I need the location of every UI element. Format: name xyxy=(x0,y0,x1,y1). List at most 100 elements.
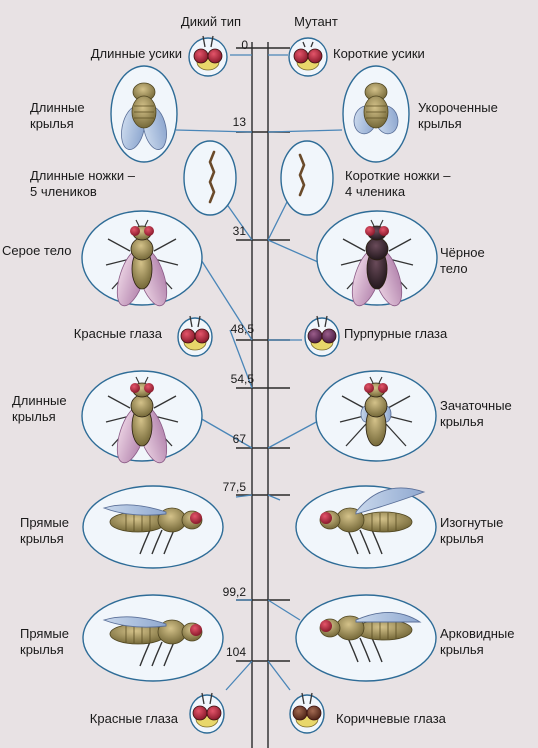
wild-trait-label: Длинные усики xyxy=(90,46,182,61)
wing xyxy=(102,616,167,628)
connector-line xyxy=(267,129,343,133)
eye xyxy=(306,705,322,721)
antenna xyxy=(209,692,213,705)
locus-position: 48,5 xyxy=(230,322,254,336)
antenna xyxy=(202,35,206,48)
leg xyxy=(339,415,365,423)
antenna xyxy=(369,376,383,384)
thorax xyxy=(365,237,389,261)
abdomen xyxy=(355,511,413,533)
leg xyxy=(163,641,175,667)
locus-position: 31 xyxy=(232,224,246,238)
leg xyxy=(385,423,407,447)
eye xyxy=(190,624,202,636)
leg xyxy=(345,423,367,447)
fly-icon xyxy=(339,376,413,447)
leg xyxy=(151,641,163,667)
eye xyxy=(180,328,196,344)
wild-type-header: Дикий тип xyxy=(180,14,242,29)
eye xyxy=(307,48,323,64)
locus-position: 0 xyxy=(241,38,248,52)
leg xyxy=(371,637,383,663)
antenna xyxy=(135,376,149,384)
wing xyxy=(355,612,422,623)
wing xyxy=(355,487,426,515)
locus-position: 99,2 xyxy=(222,585,246,599)
leg xyxy=(347,637,359,663)
fly-icon xyxy=(105,219,179,307)
mutant-trait-label: Коричневые глаза xyxy=(336,711,446,726)
antenna xyxy=(210,35,214,48)
eye xyxy=(144,226,154,236)
locus-position: 67 xyxy=(232,432,246,446)
locus-position: 104 xyxy=(225,645,246,659)
leg xyxy=(139,529,151,555)
wild-trait-label: Длинные крылья xyxy=(30,100,85,131)
connector-line xyxy=(267,419,321,449)
fly-head-icon xyxy=(192,692,222,728)
mutant-trait-label: Короткие ножки – 4 членика xyxy=(345,168,451,199)
leg xyxy=(387,395,411,409)
connector-line xyxy=(197,254,253,341)
wild-trait-label: Красные глаза xyxy=(73,326,162,341)
locus-position: 13 xyxy=(232,115,246,129)
eye xyxy=(192,705,208,721)
eye xyxy=(365,226,375,236)
leg xyxy=(359,637,371,663)
fly-head-icon xyxy=(292,692,322,728)
antenna xyxy=(310,41,314,48)
eye xyxy=(206,705,222,721)
fly-head-icon xyxy=(293,41,323,71)
leg xyxy=(341,395,365,409)
eye xyxy=(364,383,374,393)
wild-trait-label: Длинные крылья xyxy=(12,393,67,424)
leg xyxy=(347,529,359,555)
leg xyxy=(342,238,366,252)
trait-oval xyxy=(280,140,334,216)
eye xyxy=(293,48,309,64)
eye xyxy=(130,383,140,393)
connector-line xyxy=(225,202,253,241)
eye xyxy=(207,48,223,64)
eye xyxy=(130,226,140,236)
fly-icon xyxy=(340,219,414,307)
leg xyxy=(371,529,383,555)
antenna xyxy=(302,41,306,48)
leg xyxy=(107,395,131,409)
wing xyxy=(102,504,167,516)
leg xyxy=(153,238,177,252)
thorax xyxy=(130,237,154,261)
connector-line xyxy=(225,660,253,691)
antenna xyxy=(370,219,384,227)
antenna xyxy=(135,219,149,227)
eye xyxy=(193,48,209,64)
eye xyxy=(379,226,389,236)
leg xyxy=(153,395,177,409)
connector-line xyxy=(235,494,253,498)
wild-trait-label: Прямые крылья xyxy=(20,626,69,657)
antenna xyxy=(316,315,320,328)
wild-trait-label: Длинные ножки – 5 члеников xyxy=(30,168,135,199)
fly-leg-icon xyxy=(298,153,306,197)
eye xyxy=(144,383,154,393)
antenna xyxy=(309,692,313,705)
antenna xyxy=(197,315,201,328)
fly-leg-icon xyxy=(208,150,216,204)
antenna xyxy=(324,315,328,328)
leg xyxy=(151,529,163,555)
antenna xyxy=(189,315,193,328)
mutant-trait-label: Укороченные крылья xyxy=(418,100,498,131)
leg xyxy=(107,238,131,252)
locus-position: 77,5 xyxy=(222,480,246,494)
leg xyxy=(139,641,151,667)
fly-icon xyxy=(319,612,422,663)
connector-line xyxy=(267,599,301,621)
mutant-trait-label: Короткие усики xyxy=(333,46,425,61)
connector-line xyxy=(267,660,291,691)
eye xyxy=(194,328,210,344)
wild-trait-label: Красные глаза xyxy=(89,711,178,726)
fly-head-icon xyxy=(307,315,337,351)
eye xyxy=(321,328,337,344)
fly-wing-icon xyxy=(353,82,399,135)
